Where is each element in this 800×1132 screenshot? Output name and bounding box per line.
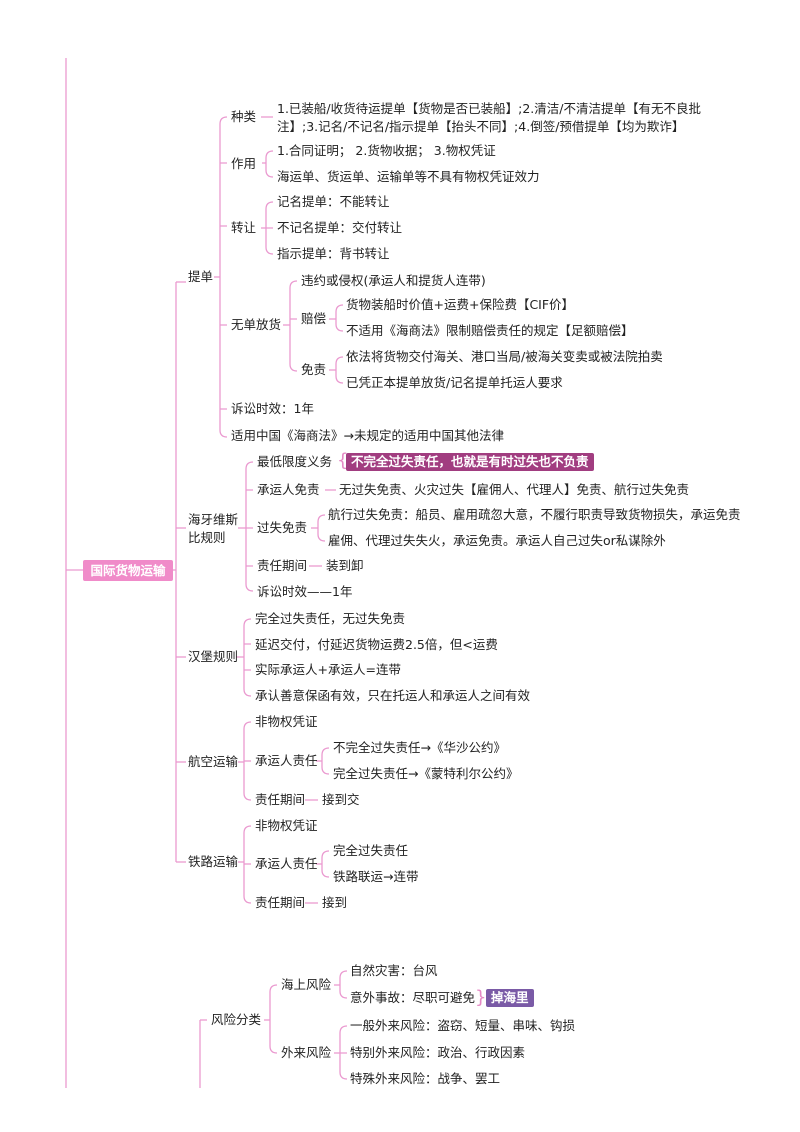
node-hamburg[interactable]: 汉堡规则 — [188, 649, 239, 664]
node-hamburg-4[interactable]: 承认善意保函有效，只在托运人和承运人之间有效 — [255, 688, 531, 703]
node-bill-limit[interactable]: 诉讼时效：1年 — [231, 401, 314, 416]
node-hague-limit[interactable]: 诉讼时效——1年 — [257, 584, 353, 599]
brace-icon: } — [475, 987, 487, 1008]
node-risk-ext-1[interactable]: 一般外来风险：盗窃、短量、串味、钩损 — [350, 1018, 576, 1033]
node-air-1[interactable]: 非物权凭证 — [255, 714, 318, 729]
node-bill-nodoc-1[interactable]: 违约或侵权(承运人和提货人连带) — [301, 273, 486, 288]
node-hague[interactable]: 海牙维斯比规则 — [188, 512, 239, 545]
node-rail-carrier-1[interactable]: 完全过失责任 — [333, 843, 409, 858]
node-hague-fault[interactable]: 过失免责 — [257, 520, 308, 535]
node-bill-transfer-1[interactable]: 记名提单：不能转让 — [277, 194, 390, 209]
node-risk-sea-2[interactable]: 意外事故：尽职可避免 — [350, 990, 476, 1005]
node-hague-fault-1[interactable]: 航行过失免责：船员、雇用疏忽大意，不履行职责导致货物损失，承运免责 — [328, 507, 741, 522]
node-hamburg-1[interactable]: 完全过失责任，无过失免责 — [255, 611, 406, 626]
node-air-period[interactable]: 责任期间 — [255, 792, 306, 807]
node-rail[interactable]: 铁路运输 — [188, 854, 239, 869]
node-bill-transfer-3[interactable]: 指示提单：背书转让 — [277, 246, 390, 261]
node-hague-period[interactable]: 责任期间 — [257, 558, 308, 573]
node-bill-function-1[interactable]: 1.合同证明； 2.货物收据； 3.物权凭证 — [277, 143, 496, 158]
node-hague-fault-2[interactable]: 雇佣、代理过失失火，承运免责。承运人自己过失or私谋除外 — [328, 533, 666, 548]
node-air[interactable]: 航空运输 — [188, 754, 239, 769]
node-air-carrier-1[interactable]: 不完全过失责任→《华沙公约》 — [333, 740, 506, 755]
brace-icon: { — [337, 450, 349, 471]
root-node[interactable]: 国际货物运输 — [83, 560, 173, 581]
node-bill[interactable]: 提单 — [188, 269, 214, 284]
node-bill-nodoc[interactable]: 无单放货 — [231, 317, 282, 332]
node-bill-types[interactable]: 种类 — [231, 109, 257, 124]
node-bill-law[interactable]: 适用中国《海商法》→未规定的适用中国其他法律 — [231, 428, 504, 443]
node-air-carrier[interactable]: 承运人责任 — [255, 753, 318, 768]
node-hamburg-2[interactable]: 延迟交付，付延迟货物运费2.5倍，但<运费 — [255, 637, 498, 652]
node-bill-types-text[interactable]: 1.已装船/收货待运提单【货物是否已装船】;2.清洁/不清洁提单【有无不良批注】… — [277, 101, 701, 134]
node-bill-comp-2[interactable]: 不适用《海商法》限制赔偿责任的规定【足额赔偿】 — [346, 323, 634, 338]
node-risk-ext-2[interactable]: 特别外来风险：政治、行政因素 — [350, 1045, 526, 1060]
tag-sea-note[interactable]: 掉海里 — [486, 989, 534, 1007]
node-bill-compensation[interactable]: 赔偿 — [301, 311, 327, 326]
node-hamburg-3[interactable]: 实际承运人+承运人=连带 — [255, 662, 401, 677]
node-risk-sea[interactable]: 海上风险 — [281, 977, 332, 992]
node-rail-period-text[interactable]: 接到 — [322, 895, 348, 910]
node-rail-1[interactable]: 非物权凭证 — [255, 818, 318, 833]
node-hague-period-text[interactable]: 装到卸 — [326, 558, 364, 573]
node-rail-period[interactable]: 责任期间 — [255, 895, 306, 910]
node-hague-carrier-exempt[interactable]: 承运人免责 — [257, 482, 320, 497]
node-hague-carrier-exempt-text[interactable]: 无过失免责、火灾过失【雇佣人、代理人】免责、航行过失免责 — [339, 482, 690, 497]
node-air-period-text[interactable]: 接到交 — [322, 792, 360, 807]
node-risk[interactable]: 风险分类 — [211, 1012, 262, 1027]
node-bill-function[interactable]: 作用 — [231, 156, 257, 171]
node-risk-sea-1[interactable]: 自然灾害：台风 — [350, 963, 438, 978]
node-risk-ext-3[interactable]: 特殊外来风险：战争、罢工 — [350, 1071, 501, 1086]
node-bill-transfer-2[interactable]: 不记名提单：交付转让 — [277, 220, 403, 235]
tag-min-duty-note[interactable]: 不完全过失责任，也就是有时过失也不负责 — [346, 453, 594, 471]
node-hague-min-duty[interactable]: 最低限度义务 — [257, 454, 333, 469]
node-bill-function-2[interactable]: 海运单、货运单、运输单等不具有物权凭证效力 — [277, 169, 540, 184]
node-rail-carrier-2[interactable]: 铁路联运→连带 — [333, 869, 419, 884]
node-risk-ext[interactable]: 外来风险 — [281, 1045, 332, 1060]
node-air-carrier-2[interactable]: 完全过失责任→《蒙特利尔公约》 — [333, 766, 519, 781]
node-rail-carrier[interactable]: 承运人责任 — [255, 856, 318, 871]
node-bill-exempt-2[interactable]: 已凭正本提单放货/记名提单托运人要求 — [346, 375, 563, 390]
node-bill-transfer[interactable]: 转让 — [231, 220, 257, 235]
node-bill-comp-1[interactable]: 货物装船时价值+运费+保险费【CIF价】 — [346, 297, 575, 312]
node-bill-exempt-1[interactable]: 依法将货物交付海关、港口当局/被海关变卖或被法院拍卖 — [346, 349, 663, 364]
node-bill-exempt[interactable]: 免责 — [301, 362, 327, 377]
